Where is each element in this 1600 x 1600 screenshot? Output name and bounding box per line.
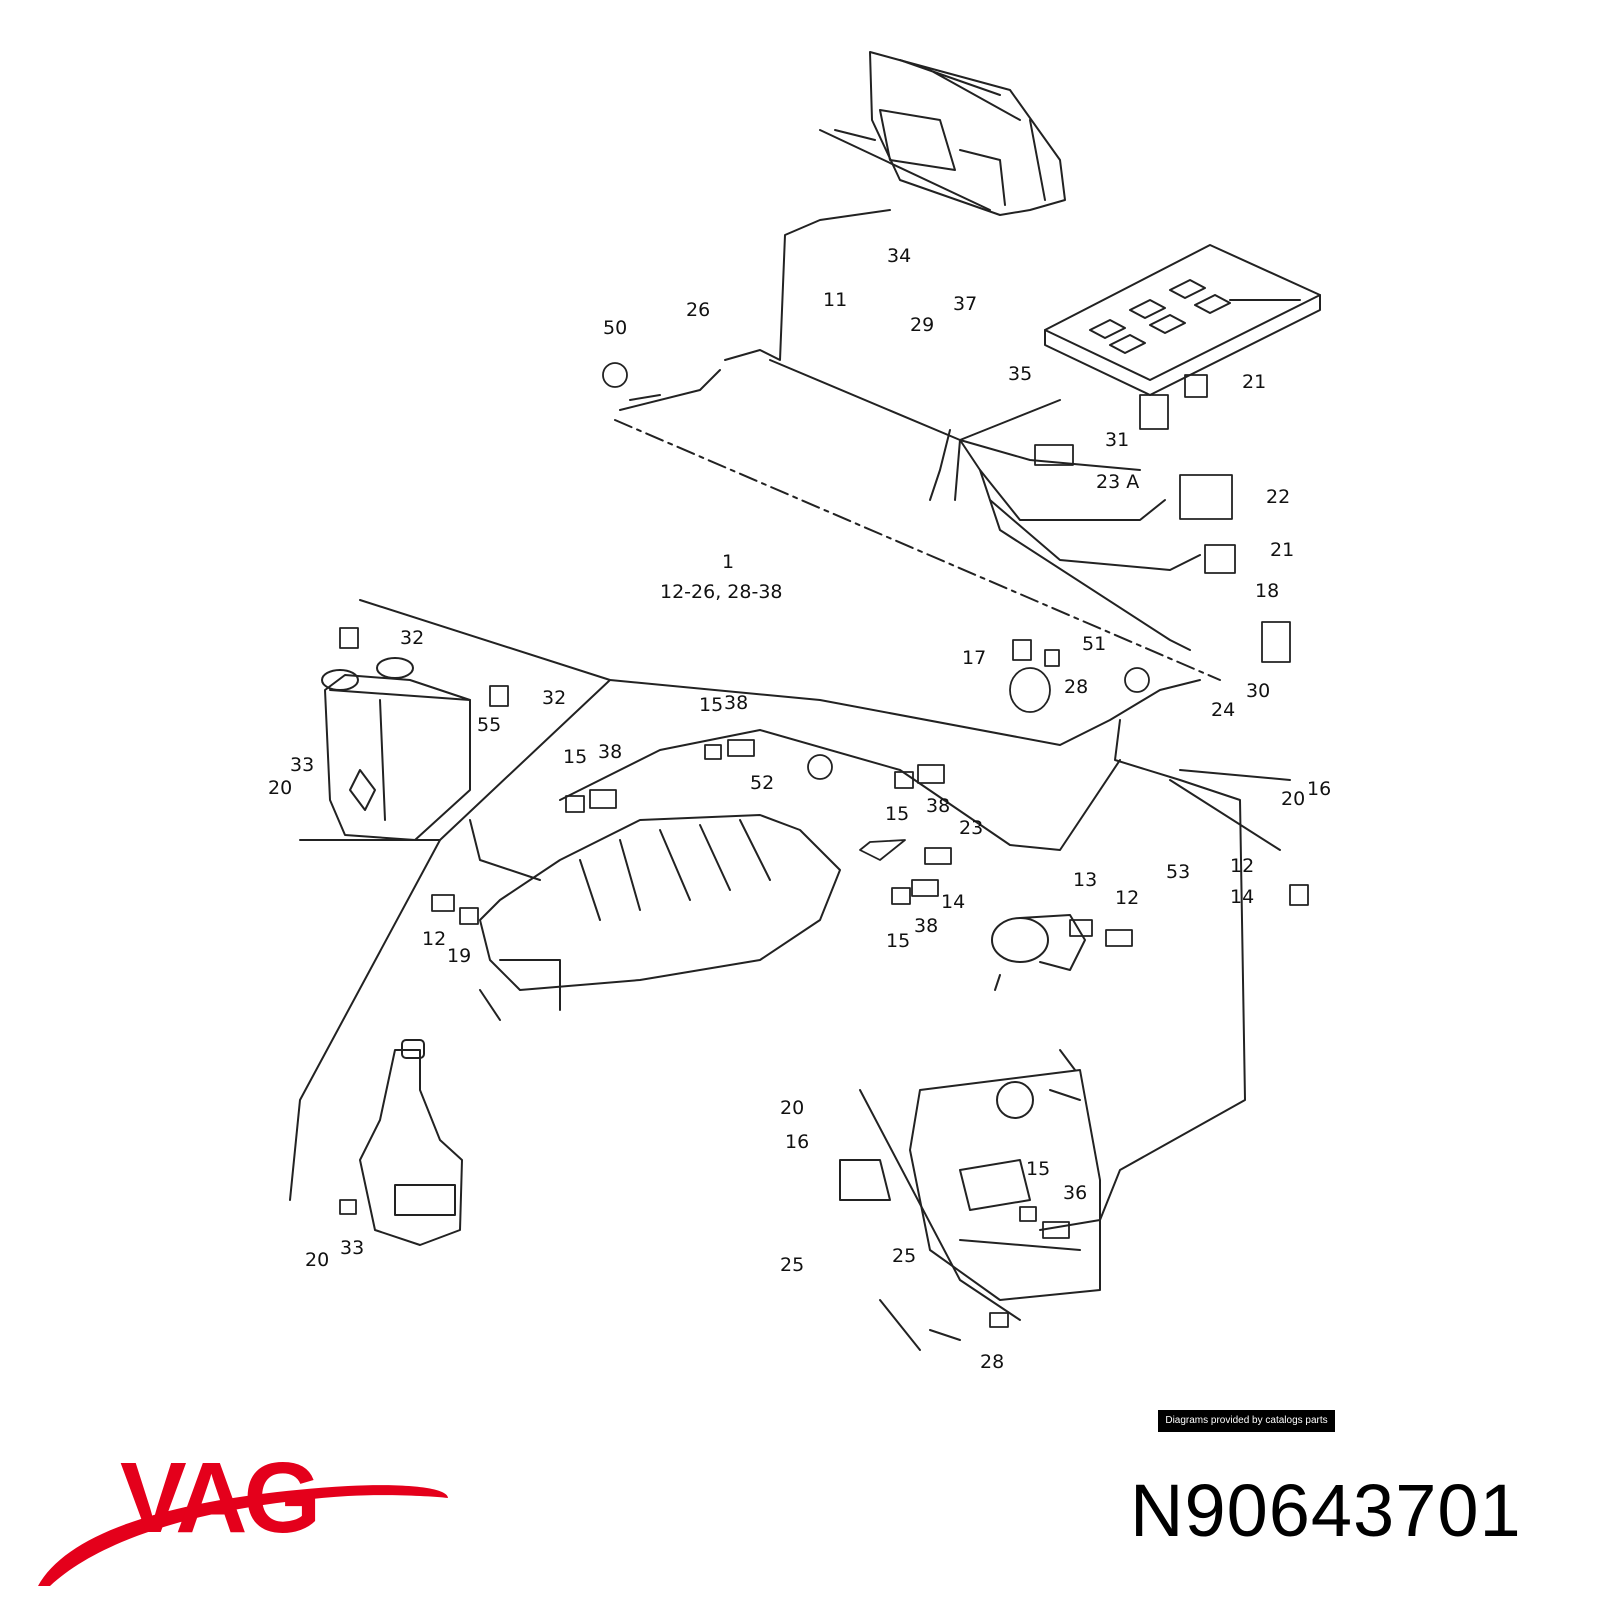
callout-labels: 34 11 26 50 29 37 35 21 31 23 A 22 21 1 … [268, 245, 1331, 1373]
callout-25-right: 25 [892, 1245, 916, 1267]
callout-29: 29 [910, 314, 934, 336]
fuse-relay-panel-drawing [1044, 244, 1321, 396]
callout-37: 37 [953, 293, 977, 315]
callout-13: 13 [1073, 869, 1097, 891]
upper-harness-drawing [614, 209, 1221, 681]
callout-15-d: 15 [886, 930, 910, 952]
callout-33-bottom: 33 [340, 1237, 364, 1259]
expansion-tank-drawing [359, 1039, 463, 1246]
logo-swoosh [38, 1485, 448, 1586]
callout-25-left: 25 [780, 1254, 804, 1276]
callout-20-right: 20 [1281, 788, 1305, 810]
callout-50: 50 [603, 317, 627, 339]
callout-16-right: 16 [1307, 778, 1331, 800]
callout-38-b: 38 [598, 741, 622, 763]
callout-34: 34 [887, 245, 911, 267]
callout-20-lower: 20 [780, 1097, 804, 1119]
callout-20-upper: 20 [268, 777, 292, 799]
intake-manifold-drawing [479, 814, 841, 1021]
callout-32-left: 32 [400, 627, 424, 649]
callout-14-mid: 14 [941, 891, 965, 913]
part-number: N90643701 [1130, 1469, 1522, 1552]
callout-53: 53 [1166, 861, 1190, 883]
callout-36: 36 [1063, 1182, 1087, 1204]
washer-reservoir-drawing [321, 657, 471, 841]
callout-23a: 23 A [1096, 471, 1139, 493]
callout-31: 31 [1105, 429, 1129, 451]
callout-52: 52 [750, 772, 774, 794]
callout-15-c: 15 [885, 803, 909, 825]
callout-55: 55 [477, 714, 501, 736]
callout-16-lower: 16 [785, 1131, 809, 1153]
callout-11: 11 [823, 289, 847, 311]
connectors-drawing [339, 362, 1309, 1328]
engine-block-drawing [839, 1049, 1101, 1351]
main-harness-drawing [289, 599, 1291, 1321]
diagram-credit-badge: Diagrams provided by catalogs parts [1158, 1410, 1335, 1432]
callout-38-d: 38 [914, 915, 938, 937]
callout-1: 1 [722, 551, 734, 573]
callout-24: 24 [1211, 699, 1235, 721]
callout-20-bottom: 20 [305, 1249, 329, 1271]
callout-21-upper: 21 [1242, 371, 1266, 393]
callout-22: 22 [1266, 486, 1290, 508]
callout-15-a: 15 [699, 694, 723, 716]
callout-15-b: 15 [563, 746, 587, 768]
callout-15-e: 15 [1026, 1158, 1050, 1180]
distributor-drawing [991, 914, 1086, 991]
callout-38-c: 38 [926, 795, 950, 817]
callout-12-mid: 12 [1115, 887, 1139, 909]
vag-logo: VAG [38, 1442, 448, 1586]
callout-33-upper: 33 [290, 754, 314, 776]
callout-12-right: 12 [1230, 855, 1254, 877]
callout-32-right: 32 [542, 687, 566, 709]
callout-range: 12-26, 28-38 [660, 581, 783, 603]
callout-26: 26 [686, 299, 710, 321]
callout-23: 23 [959, 817, 983, 839]
callout-35: 35 [1008, 363, 1032, 385]
callout-12-left: 12 [422, 928, 446, 950]
callout-51: 51 [1082, 633, 1106, 655]
callout-14-right: 14 [1230, 886, 1254, 908]
callout-38-a: 38 [724, 692, 748, 714]
callout-19: 19 [447, 945, 471, 967]
callout-28-bottom: 28 [980, 1351, 1004, 1373]
callout-30: 30 [1246, 680, 1270, 702]
callout-21-lower: 21 [1270, 539, 1294, 561]
callout-28-mid: 28 [1064, 676, 1088, 698]
instrument-cluster-drawing [819, 51, 1066, 216]
callout-17: 17 [962, 647, 986, 669]
brand-name: VAG [120, 1442, 317, 1554]
callout-18: 18 [1255, 580, 1279, 602]
